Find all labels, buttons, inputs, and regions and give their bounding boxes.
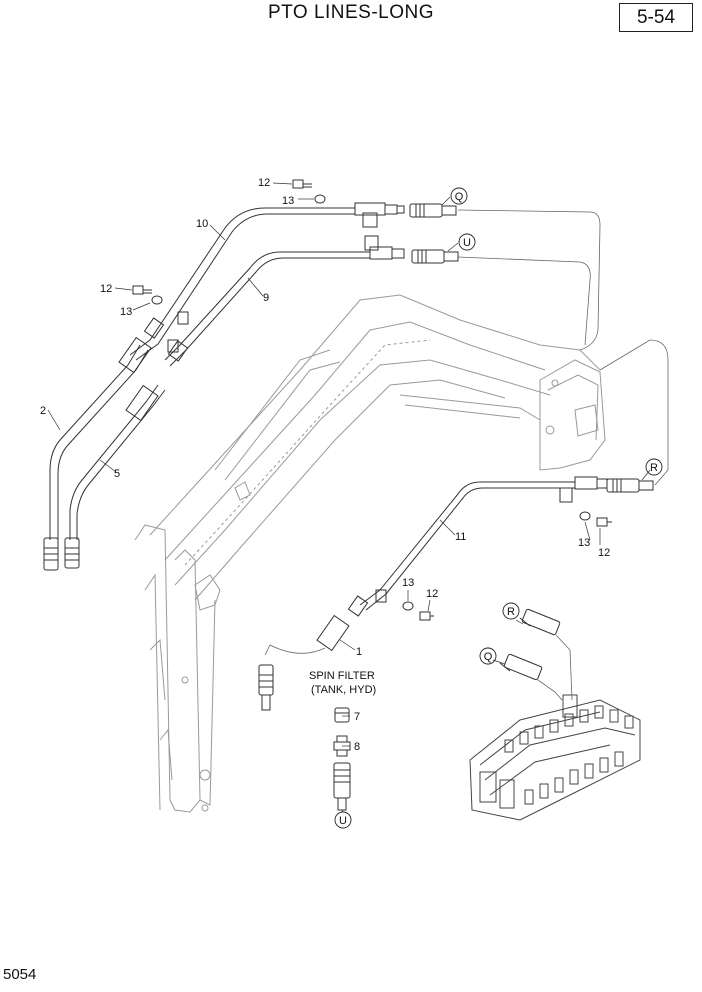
marker-q-valve: Q xyxy=(484,651,493,663)
bolt-washer-middle xyxy=(402,601,434,621)
quick-coupler-r-valve xyxy=(519,608,573,701)
callout-5: 5 xyxy=(114,468,120,480)
marker-circles xyxy=(334,187,663,829)
callout-8: 8 xyxy=(354,741,360,753)
callout-13-middle: 13 xyxy=(402,577,414,589)
callout-13-top: 13 xyxy=(282,195,294,207)
spin-filter-note-line2: (TANK, HYD) xyxy=(311,684,376,696)
quick-coupler-u-top xyxy=(411,249,459,264)
callout-7: 7 xyxy=(354,711,360,723)
control-valve xyxy=(469,694,641,821)
hose-10 xyxy=(129,202,405,361)
callout-13-left: 13 xyxy=(120,306,132,318)
callout-12-right: 12 xyxy=(598,547,610,559)
marker-u-bottom: U xyxy=(339,815,347,827)
callout-1: 1 xyxy=(356,646,362,658)
page-number-box: 5-54 xyxy=(619,3,693,32)
spin-filter-note-line1: SPIN FILTER xyxy=(309,670,375,682)
marker-u-top: U xyxy=(463,237,471,249)
adapter-7 xyxy=(334,707,350,723)
leader-lines xyxy=(47,182,651,813)
callout-13-right: 13 xyxy=(578,537,590,549)
callout-11: 11 xyxy=(455,531,466,543)
marker-r-right: R xyxy=(650,462,658,474)
hose-1 xyxy=(258,614,350,711)
callout-9: 9 xyxy=(263,292,269,304)
marker-q-top: Q xyxy=(455,191,464,203)
callout-12-middle: 12 xyxy=(426,588,438,600)
hose-9 xyxy=(164,235,405,367)
callout-12-top: 12 xyxy=(258,177,270,189)
quick-coupler-r-right xyxy=(606,478,654,493)
bolt-washer-top xyxy=(292,179,326,204)
callout-10: 10 xyxy=(196,218,208,230)
bolt-washer-upper-left xyxy=(132,285,163,305)
callout-12-left: 12 xyxy=(100,283,112,295)
hose-11 xyxy=(347,476,608,617)
boom-arm-outline xyxy=(134,294,606,813)
callout-2: 2 xyxy=(40,405,46,417)
routing-lines-top xyxy=(457,209,669,486)
document-number: 5054 xyxy=(3,966,37,983)
page-title: PTO LINES-LONG xyxy=(267,2,435,23)
quick-coupler-q-top xyxy=(409,203,457,218)
bolt-washer-right xyxy=(579,511,612,527)
marker-r-valve: R xyxy=(507,606,515,618)
hose-5 xyxy=(64,384,166,569)
hose-2 xyxy=(43,336,152,571)
quick-coupler-q-valve xyxy=(499,653,563,701)
quick-coupler-u-bottom xyxy=(333,762,351,811)
hose-fittings-left xyxy=(143,311,189,362)
